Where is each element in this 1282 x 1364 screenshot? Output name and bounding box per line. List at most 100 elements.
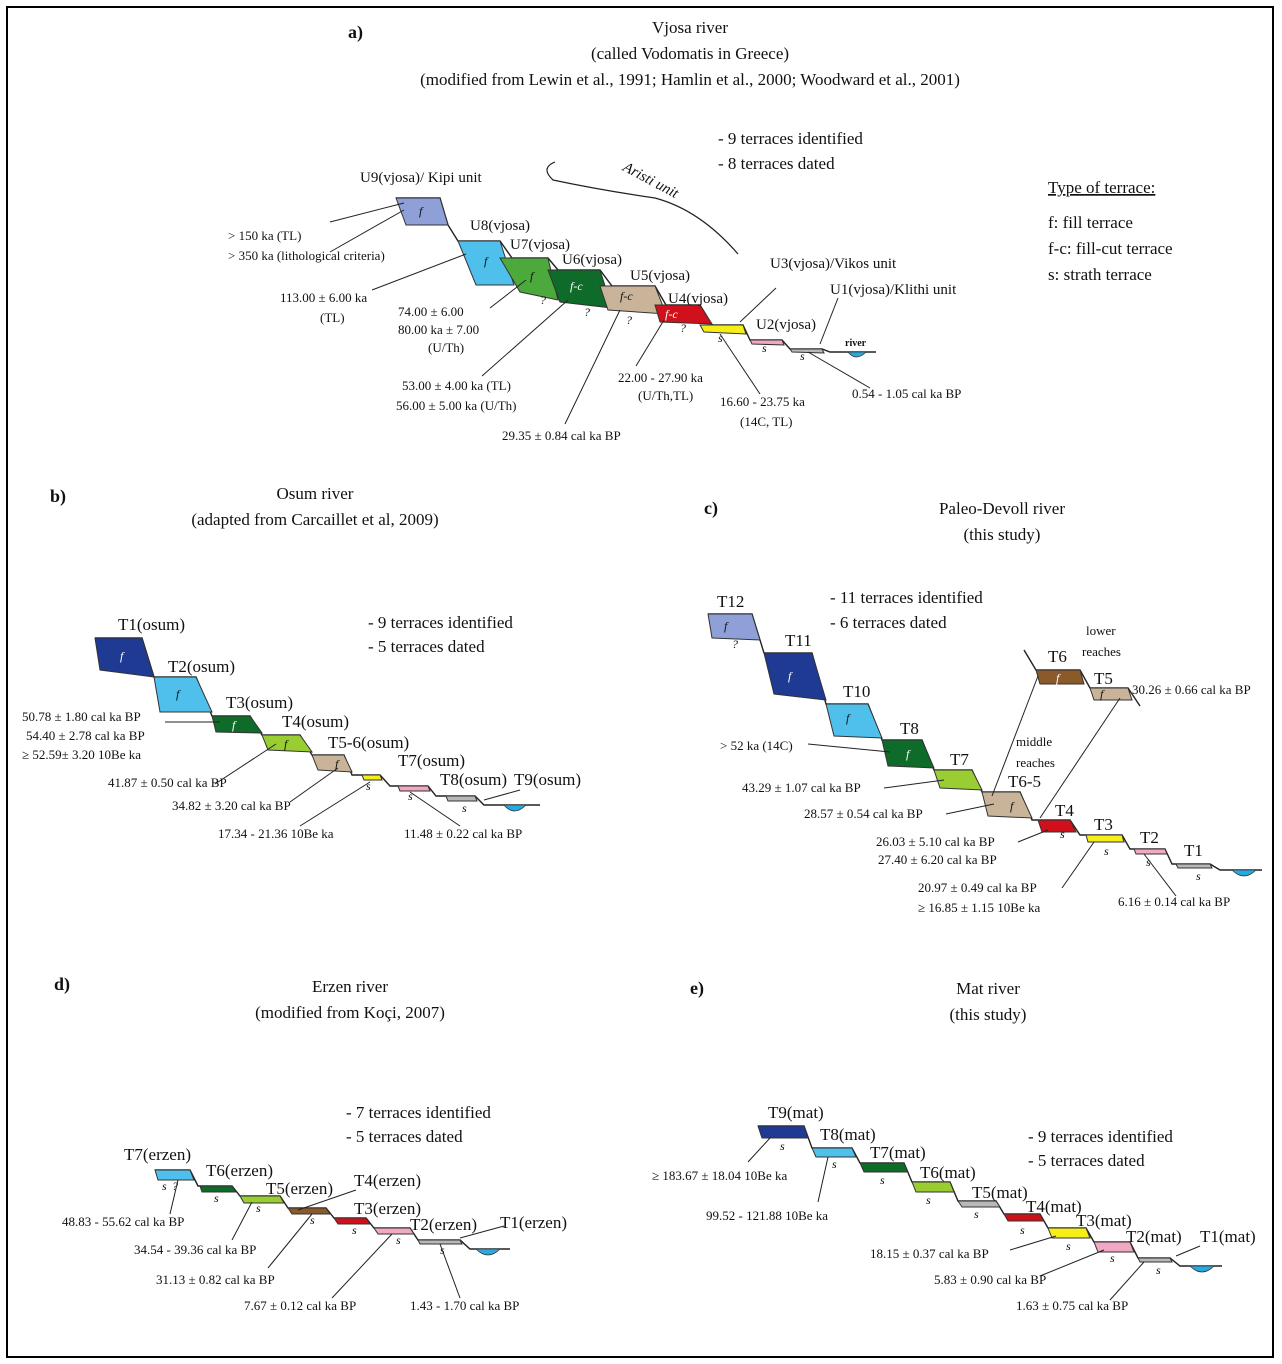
terrace-t11-devoll bbox=[763, 652, 827, 701]
code-u1: s bbox=[800, 349, 805, 363]
age-u6-1: 53.00 ± 4.00 ka (TL) bbox=[402, 378, 511, 393]
terrace-u2 bbox=[749, 339, 785, 346]
age-u4: 22.00 - 27.90 ka bbox=[618, 370, 703, 385]
panel-a-source: (modified from Lewin et al., 1991; Hamli… bbox=[420, 70, 960, 89]
age-t5-devoll: 30.26 ± 0.66 cal ka BP bbox=[1132, 682, 1251, 697]
svg-text:f: f bbox=[724, 619, 729, 633]
panel-a-note-2: - 8 terraces dated bbox=[718, 154, 835, 173]
svg-text:f: f bbox=[788, 669, 793, 683]
svg-text:s: s bbox=[366, 779, 371, 793]
unknown-u6: ? bbox=[584, 305, 590, 319]
label-t1-mat: T1(mat) bbox=[1200, 1227, 1256, 1246]
panel-b-note-1: - 9 terraces identified bbox=[368, 613, 513, 632]
label-t5-erzen: T5(erzen) bbox=[266, 1179, 333, 1198]
terrace-t1-mat bbox=[1137, 1257, 1173, 1263]
terrace-t7-erzen bbox=[154, 1169, 195, 1181]
terrace-t2-devoll bbox=[1133, 848, 1168, 855]
terrace-t8-osum bbox=[397, 785, 431, 792]
terrace-t3-osum bbox=[211, 715, 263, 734]
terrace-t6-erzen bbox=[199, 1185, 237, 1193]
code-u7: f bbox=[530, 269, 535, 283]
code-u5: f-c bbox=[620, 289, 633, 303]
label-t11-devoll: T11 bbox=[785, 631, 812, 650]
svg-text:s: s bbox=[974, 1207, 979, 1221]
panel-d-note-1: - 7 terraces identified bbox=[346, 1103, 491, 1122]
age-t3-devoll-2: ≥ 16.85 ± 1.15 10Be ka bbox=[918, 900, 1040, 915]
legend-fill: f: fill terrace bbox=[1048, 213, 1133, 232]
terrace-t4-devoll bbox=[1037, 819, 1077, 833]
age-t4-osum: 41.87 ± 0.50 cal ka BP bbox=[108, 775, 227, 790]
terrace-t5-mat bbox=[957, 1200, 1001, 1208]
age-t56-osum: 34.82 ± 3.20 cal ka BP bbox=[172, 798, 291, 813]
age-t65-devoll-2: 27.40 ± 6.20 cal ka BP bbox=[878, 852, 997, 867]
river-water-b bbox=[503, 804, 527, 812]
terrace-t1-erzen bbox=[417, 1239, 463, 1245]
panel-e-title: Mat river bbox=[956, 979, 1020, 998]
aristi-brace bbox=[546, 161, 739, 255]
svg-text:s: s bbox=[1020, 1223, 1025, 1237]
svg-text:s: s bbox=[1196, 869, 1201, 883]
terrace-t1-devoll bbox=[1175, 863, 1213, 869]
svg-text:f: f bbox=[846, 711, 851, 725]
svg-text:f: f bbox=[1010, 799, 1015, 813]
terrace-u1 bbox=[789, 348, 825, 354]
panel-d-source: (modified from Koçi, 2007) bbox=[255, 1003, 445, 1022]
svg-text:?: ? bbox=[732, 637, 738, 651]
svg-text:s: s bbox=[780, 1139, 785, 1153]
age-t6-erzen: 34.54 - 39.36 cal ka BP bbox=[134, 1242, 256, 1257]
panel-e-note-2: - 5 terraces dated bbox=[1028, 1151, 1145, 1170]
age-u7-1: 74.00 ± 6.00 bbox=[398, 304, 464, 319]
terrace-u9 bbox=[395, 197, 449, 226]
panel-b-title: Osum river bbox=[277, 484, 354, 503]
unknown-u4: ? bbox=[680, 321, 686, 335]
figure-frame bbox=[6, 6, 1274, 1358]
lower-reaches-label-2: reaches bbox=[1082, 644, 1121, 659]
label-river-a: river bbox=[845, 338, 867, 349]
panel-c-note-2: - 6 terraces dated bbox=[830, 613, 947, 632]
label-u6: U6(vjosa) bbox=[562, 252, 622, 268]
legend-fill-cut: f-c: fill-cut terrace bbox=[1048, 239, 1173, 258]
age-t5-erzen: 31.13 ± 0.82 cal ka BP bbox=[156, 1272, 275, 1287]
code-u4: f-c bbox=[665, 307, 678, 321]
middle-reaches-label-2: reaches bbox=[1016, 755, 1055, 770]
terrace-t7-osum bbox=[361, 774, 383, 781]
panel-c: c) Paleo-Devoll river (this study) - 11 … bbox=[704, 498, 1262, 915]
terrace-t6-devoll-lower bbox=[1035, 669, 1085, 685]
label-t8-devoll: T8 bbox=[900, 719, 919, 738]
age-t3-mat: 18.15 ± 0.37 cal ka BP bbox=[870, 1246, 989, 1261]
age-u5: 29.35 ± 0.84 cal ka BP bbox=[502, 428, 621, 443]
svg-text:f: f bbox=[176, 687, 181, 701]
age-t3-erzen: 7.67 ± 0.12 cal ka BP bbox=[244, 1298, 356, 1313]
svg-text:f: f bbox=[1100, 687, 1105, 701]
label-t8-mat: T8(mat) bbox=[820, 1125, 876, 1144]
label-t2-devoll: T2 bbox=[1140, 828, 1159, 847]
terrace-t7-mat bbox=[859, 1162, 909, 1173]
terrace-t5-devoll-lower bbox=[1089, 687, 1133, 701]
age-t8-osum: 11.48 ± 0.22 cal ka BP bbox=[404, 826, 522, 841]
unknown-u7: ? bbox=[540, 293, 546, 307]
terrace-t2-osum bbox=[153, 676, 213, 713]
terrace-t5-erzen bbox=[239, 1195, 285, 1204]
panel-e-letter: e) bbox=[690, 978, 704, 999]
panel-d-title: Erzen river bbox=[312, 977, 388, 996]
age-u1: 0.54 - 1.05 cal ka BP bbox=[852, 386, 961, 401]
age-u7-2: 80.00 ka ± 7.00 bbox=[398, 322, 479, 337]
panel-b-source: (adapted from Carcaillet et al, 2009) bbox=[191, 510, 438, 529]
age-t7-osum: 17.34 - 21.36 10Be ka bbox=[218, 826, 334, 841]
terrace-t56-osum bbox=[311, 754, 353, 773]
label-t9-mat: T9(mat) bbox=[768, 1103, 824, 1122]
terrace-t4-mat bbox=[1003, 1213, 1045, 1222]
panel-a-note-1: - 9 terraces identified bbox=[718, 129, 863, 148]
label-t6-devoll: T6 bbox=[1048, 647, 1067, 666]
label-t4-devoll: T4 bbox=[1055, 801, 1074, 820]
svg-text:s: s bbox=[214, 1191, 219, 1205]
label-t7-devoll: T7 bbox=[950, 750, 969, 769]
panel-d-letter: d) bbox=[54, 974, 70, 995]
age-t2-devoll: 6.16 ± 0.14 cal ka BP bbox=[1118, 894, 1230, 909]
label-t3-erzen: T3(erzen) bbox=[354, 1199, 421, 1218]
label-t7-mat: T7(mat) bbox=[870, 1143, 926, 1162]
terrace-t1-osum bbox=[94, 637, 155, 678]
panel-e: e) Mat river (this study) - 9 terraces i… bbox=[652, 978, 1256, 1313]
age-t7-erzen: 48.83 - 55.62 cal ka BP bbox=[62, 1214, 184, 1229]
terrace-u3 bbox=[699, 324, 747, 335]
